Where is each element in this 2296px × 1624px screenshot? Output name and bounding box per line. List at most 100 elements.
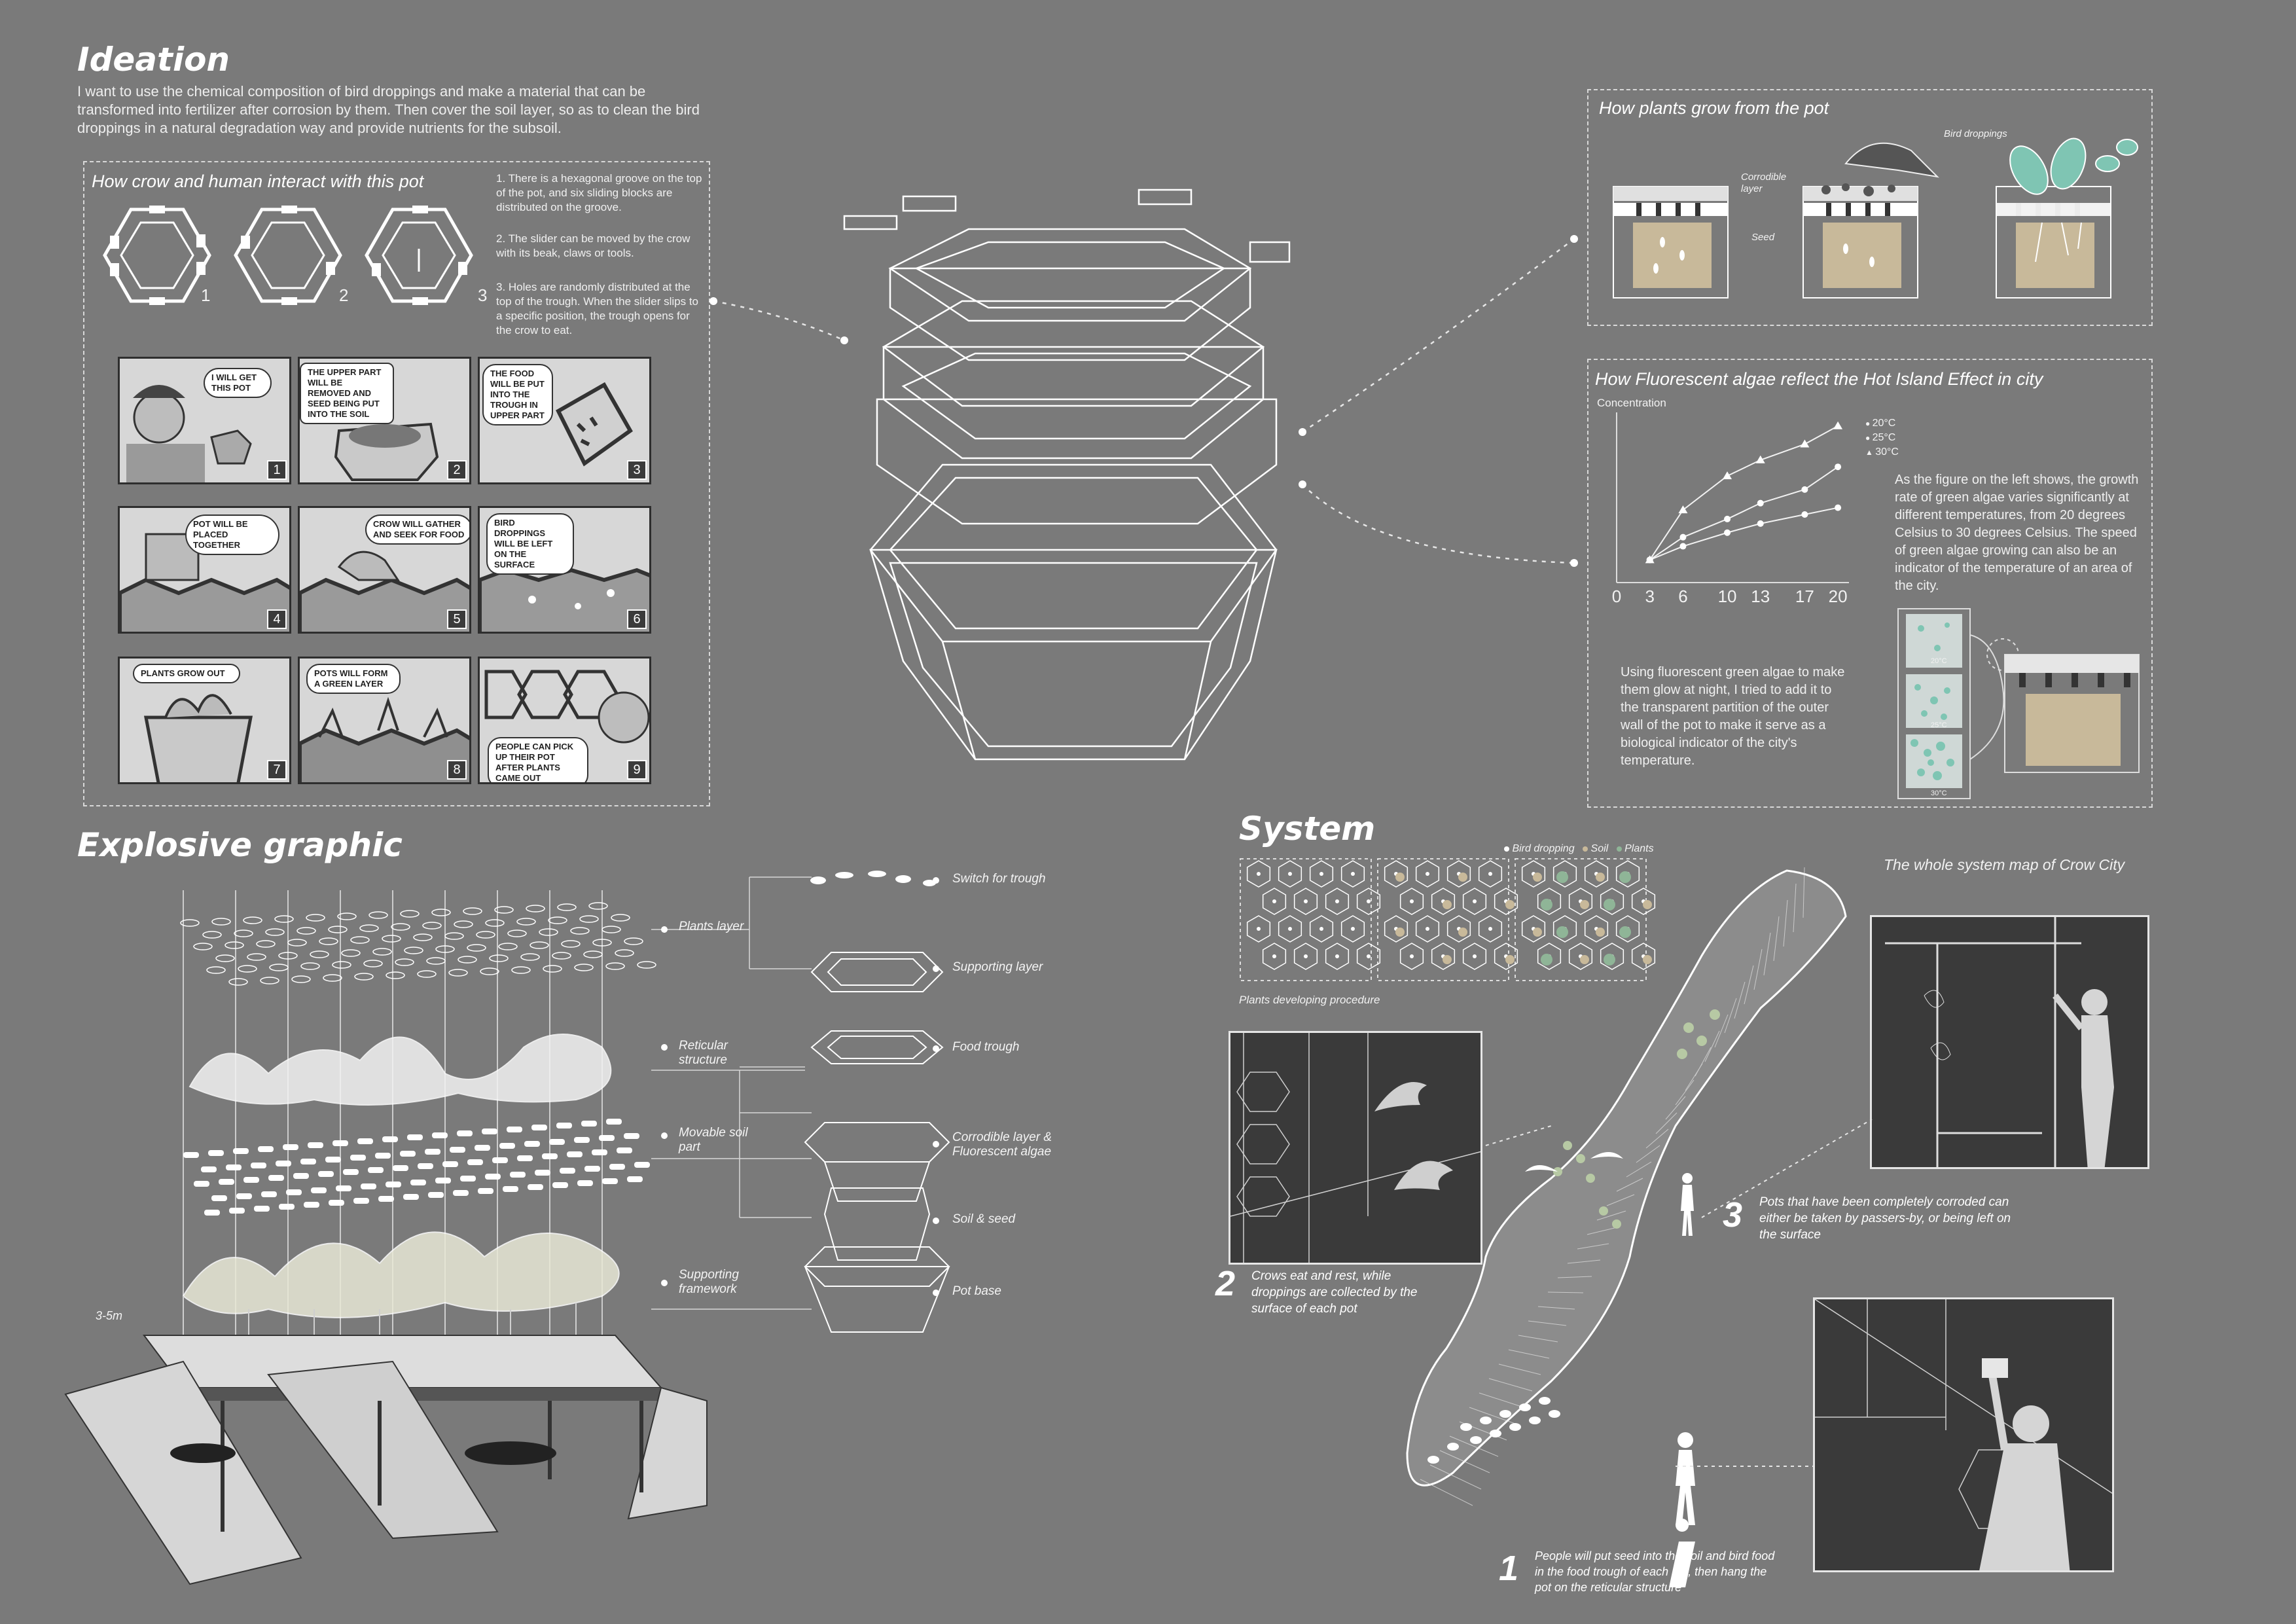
plant-dot: [1556, 926, 1568, 938]
soil-block: [229, 1208, 245, 1214]
soil-block: [219, 1179, 234, 1185]
comic-num-9: 9: [627, 760, 647, 780]
hex-cell: [1309, 860, 1334, 888]
dropping-dot: [1410, 899, 1414, 903]
soil-dot: [1395, 928, 1405, 937]
comic-panel-8: POTS WILL FORM A GREEN LAYER 8: [298, 657, 471, 784]
soil-block: [542, 1153, 558, 1159]
plant-pot-ellipse: [328, 926, 348, 933]
plant-pot-ellipse: [260, 977, 279, 984]
plant-pot-ellipse: [291, 975, 311, 983]
plant-pot-ellipse: [417, 970, 437, 978]
soil-block: [418, 1163, 433, 1169]
hex-cell: [1415, 860, 1440, 888]
explosive-label-lines: [651, 876, 812, 1310]
mesh-line: [1675, 1079, 1695, 1106]
soil-block: [499, 1143, 515, 1149]
comic-panel-1: I WILL GET THIS POT 1: [118, 357, 291, 484]
soil-block: [602, 1178, 618, 1184]
plant-pot-ellipse: [557, 903, 577, 911]
comic-bubble-5: CROW WILL GATHER AND SEEK FOR FOOD: [365, 514, 469, 545]
plant-pot-ellipse: [611, 914, 630, 922]
soil-dot: [1458, 873, 1467, 882]
mesh-line: [1616, 1178, 1643, 1192]
plant-pot-ellipse: [211, 918, 231, 926]
soil-dot: [1643, 955, 1652, 964]
mesh-line: [1587, 1227, 1618, 1235]
plants-pot-box: [1587, 89, 2153, 326]
soil-block: [251, 1163, 266, 1168]
soil-block: [329, 1200, 344, 1206]
x-tick-label: 3: [1645, 586, 1654, 606]
step-text-1: People will put seed into the soil and b…: [1535, 1549, 1775, 1594]
plant-pot-ellipse: [247, 953, 266, 961]
soil-block: [560, 1168, 575, 1174]
seed-label: Seed: [1751, 232, 1775, 243]
hex-cell: [1356, 888, 1381, 915]
soil-block: [201, 1166, 217, 1172]
plant-pot-ellipse: [296, 927, 316, 935]
mesh-line: [1537, 1306, 1575, 1310]
pot-parts-exploded: [804, 871, 950, 1333]
soil-block: [517, 1155, 533, 1161]
hex-cell: [1340, 860, 1365, 888]
soil-block: [577, 1180, 593, 1186]
data-point-1-1: [1679, 533, 1687, 541]
person-icon: [1676, 1432, 1695, 1525]
soil-block: [332, 1140, 348, 1146]
system-connector-lines: [1485, 1119, 1873, 1467]
plant-pot-ellipse: [224, 941, 244, 949]
mesh-line: [1429, 1464, 1482, 1490]
hex-cell: [1615, 915, 1640, 943]
plant-pot-ellipse: [395, 958, 414, 966]
dropping-dot: [1367, 954, 1371, 958]
x-tick-label: 10: [1718, 586, 1737, 606]
data-point-0-3: [1757, 520, 1764, 527]
mesh-line: [1518, 1335, 1558, 1343]
soil-block: [353, 1198, 369, 1204]
hex-cell: [1309, 915, 1334, 943]
plant-pot-ellipse: [413, 933, 433, 941]
plant-pot-ellipse: [404, 947, 423, 954]
x-tick-label: 20: [1829, 586, 1848, 606]
soil-block: [204, 1210, 220, 1216]
dropping-dot: [1367, 899, 1371, 903]
soil-block: [592, 1149, 607, 1155]
data-point-1-3: [1757, 499, 1764, 507]
hex-cell: [1340, 915, 1365, 943]
soil-dot: [1458, 928, 1467, 937]
plant-pot-ellipse: [319, 937, 338, 945]
hex-cell: [1462, 943, 1487, 970]
procedure-label: Plants developing procedure: [1239, 994, 1380, 1006]
soil-dot: [1533, 873, 1542, 882]
plant-pot-ellipse: [386, 971, 405, 979]
dropping-dot: [1410, 954, 1414, 958]
dropping-dot: [1288, 872, 1292, 876]
plant-pot-ellipse: [588, 902, 608, 910]
mesh-line: [1704, 1030, 1720, 1062]
plant-pot-ellipse: [457, 956, 477, 964]
switch-trough-label: Switch for trough: [952, 872, 1046, 886]
dropping-dot: [1335, 954, 1339, 958]
soil-block: [453, 1190, 469, 1196]
plant-pot-ellipse: [498, 943, 518, 950]
soil-block: [457, 1130, 473, 1136]
comic-num-2: 2: [447, 460, 467, 480]
triangle-marker-icon: ▲: [1865, 448, 1876, 457]
soil-block: [442, 1161, 458, 1167]
explosive-structure-drawing: [64, 890, 708, 1585]
hex-cell: [1278, 915, 1302, 943]
soil-block: [350, 1155, 366, 1161]
plant-pot-ellipse: [350, 936, 370, 944]
plant-pot-ellipse: [539, 928, 558, 936]
legend-label: 20°C: [1872, 418, 1896, 429]
comic-bubble-3: THE FOOD WILL BE PUT INTO THE TROUGH IN …: [482, 364, 553, 425]
plant-pot-ellipse: [337, 912, 357, 920]
data-point-0-1: [1679, 543, 1687, 550]
plant-pot-ellipse: [601, 926, 621, 933]
legend-label: 25°C: [1872, 432, 1896, 443]
mesh-line: [1803, 867, 1805, 918]
hex-cell: [1537, 888, 1562, 915]
plant-dot: [1556, 871, 1568, 883]
plant-pot-ellipse: [300, 962, 320, 970]
